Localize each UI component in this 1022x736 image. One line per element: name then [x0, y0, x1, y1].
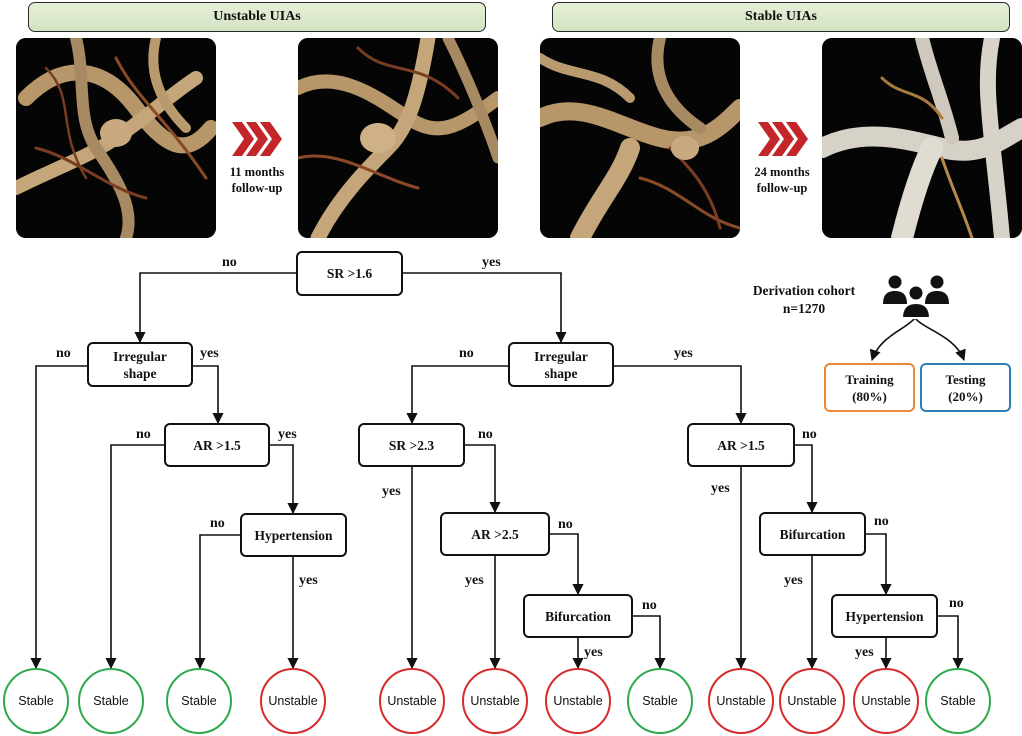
edge-label-ar2-no: no — [558, 517, 573, 532]
angiography-unstable-followup — [298, 38, 498, 238]
edge-label-bif1-yes: yes — [584, 645, 603, 660]
node-bifurcation-middle: Bifurcation — [523, 594, 633, 638]
angiography-stable-followup — [822, 38, 1022, 238]
node-ar-2-5: AR >2.5 — [440, 512, 550, 556]
training-box: Training (80%) — [824, 363, 915, 412]
stable-uias-banner: Stable UIAs — [552, 2, 1010, 32]
edge-label-ar2-yes: yes — [465, 573, 484, 588]
leaf-unstable: Unstable — [545, 668, 611, 734]
edge-label-root-yes: yes — [482, 255, 501, 270]
stable-uias-title: Stable UIAs — [745, 9, 817, 24]
leaf-unstable: Unstable — [462, 668, 528, 734]
edge-label-root-no: no — [222, 255, 237, 270]
angiography-stable-initial — [540, 38, 740, 238]
chevron-right-icon — [232, 122, 282, 156]
edge-label-hyp1-yes: yes — [299, 573, 318, 588]
node-irregular-shape-right: Irregular shape — [508, 342, 614, 387]
edge-label-irr1-no: no — [56, 346, 71, 361]
unstable-uias-banner: Unstable UIAs — [28, 2, 486, 32]
leaf-unstable: Unstable — [708, 668, 774, 734]
angiography-unstable-initial — [16, 38, 216, 238]
node-ar-1-5-right: AR >1.5 — [687, 423, 795, 467]
unstable-uias-title: Unstable UIAs — [213, 9, 301, 24]
edge-label-bif2-yes: yes — [784, 573, 803, 588]
edge-label-ar1-no: no — [136, 427, 151, 442]
edge-label-ar1-yes: yes — [278, 427, 297, 442]
leaf-unstable: Unstable — [379, 668, 445, 734]
node-hypertension-left: Hypertension — [240, 513, 347, 557]
node-sr-1-6: SR >1.6 — [296, 251, 403, 296]
unstable-followup-label: 11 months follow-up — [229, 165, 285, 195]
stable-followup-label: 24 months follow-up — [754, 165, 810, 195]
leaf-unstable: Unstable — [853, 668, 919, 734]
testing-box: Testing (20%) — [920, 363, 1011, 412]
edge-label-bif1-no: no — [642, 598, 657, 613]
node-sr-2-3: SR >2.3 — [358, 423, 465, 467]
node-ar-1-5-left: AR >1.5 — [164, 423, 270, 467]
leaf-stable: Stable — [166, 668, 232, 734]
leaf-stable: Stable — [925, 668, 991, 734]
edge-label-irr2-yes: yes — [674, 346, 693, 361]
leaf-unstable: Unstable — [260, 668, 326, 734]
edge-label-hyp2-no: no — [949, 596, 964, 611]
edge-label-irr2-no: no — [459, 346, 474, 361]
edge-label-bif2-no: no — [874, 514, 889, 529]
edge-label-hyp1-no: no — [210, 516, 225, 531]
leaf-stable: Stable — [78, 668, 144, 734]
edge-label-ar3-yes: yes — [711, 481, 730, 496]
leaf-stable: Stable — [3, 668, 69, 734]
edge-label-sr2-no: no — [478, 427, 493, 442]
node-hypertension-right: Hypertension — [831, 594, 938, 638]
node-bifurcation-right: Bifurcation — [759, 512, 866, 556]
leaf-unstable: Unstable — [779, 668, 845, 734]
derivation-cohort-label: Derivation cohort n=1270 — [752, 283, 856, 316]
node-irregular-shape-left: Irregular shape — [87, 342, 193, 387]
chevron-right-icon — [758, 122, 808, 156]
edge-label-hyp2-yes: yes — [855, 645, 874, 660]
leaf-stable: Stable — [627, 668, 693, 734]
edge-label-irr1-yes: yes — [200, 346, 219, 361]
edge-label-ar3-no: no — [802, 427, 817, 442]
edge-label-sr2-yes: yes — [382, 484, 401, 499]
people-group-icon — [883, 275, 949, 319]
